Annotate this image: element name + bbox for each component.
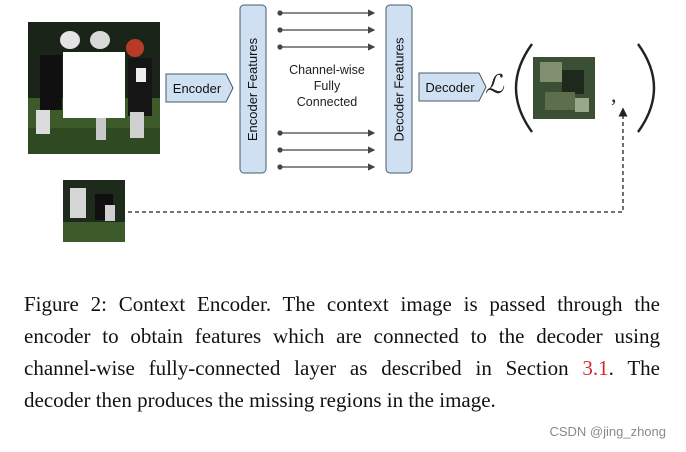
predicted-patch (533, 57, 595, 119)
loss-comma: , (611, 82, 617, 107)
context-encoder-diagram: Encoder Encoder Features Channel-wise Fu… (28, 4, 656, 242)
open-paren (514, 43, 533, 133)
decoder-arrow (418, 72, 487, 102)
section-reference-link[interactable]: 3.1 (582, 356, 609, 380)
decoder-features-box (385, 4, 413, 174)
encoder-label: Encoder (172, 80, 222, 96)
caption-prefix: Figure 2: Context Encoder. The context i… (24, 292, 660, 380)
figure-caption: Figure 2: Context Encoder. The context i… (24, 288, 660, 416)
watermark: CSDN @jing_zhong (549, 424, 666, 439)
fc-label-line: Connected (296, 95, 358, 109)
ground-truth-connector (128, 107, 628, 213)
encoder-features-label: Encoder Features (245, 37, 261, 141)
encoder-arrow (165, 73, 234, 103)
fc-label: Channel-wise Fully Connected (272, 62, 382, 110)
context-image (28, 22, 160, 154)
decoder-label: Decoder (425, 79, 475, 95)
masked-region (63, 52, 125, 118)
decoder-features-label: Decoder Features (391, 36, 407, 142)
caption-suffix: . The decoder then produces the missing … (24, 356, 660, 412)
close-paren (637, 43, 656, 133)
fc-connections (277, 9, 376, 171)
ground-truth-patch (63, 180, 125, 242)
fc-label-line: Channel-wise (289, 63, 365, 77)
encoder-features-box (239, 4, 267, 174)
diagram-graphics (28, 4, 656, 242)
fc-label-line: Fully (313, 79, 341, 93)
loss-symbol: ℒ (485, 70, 504, 100)
